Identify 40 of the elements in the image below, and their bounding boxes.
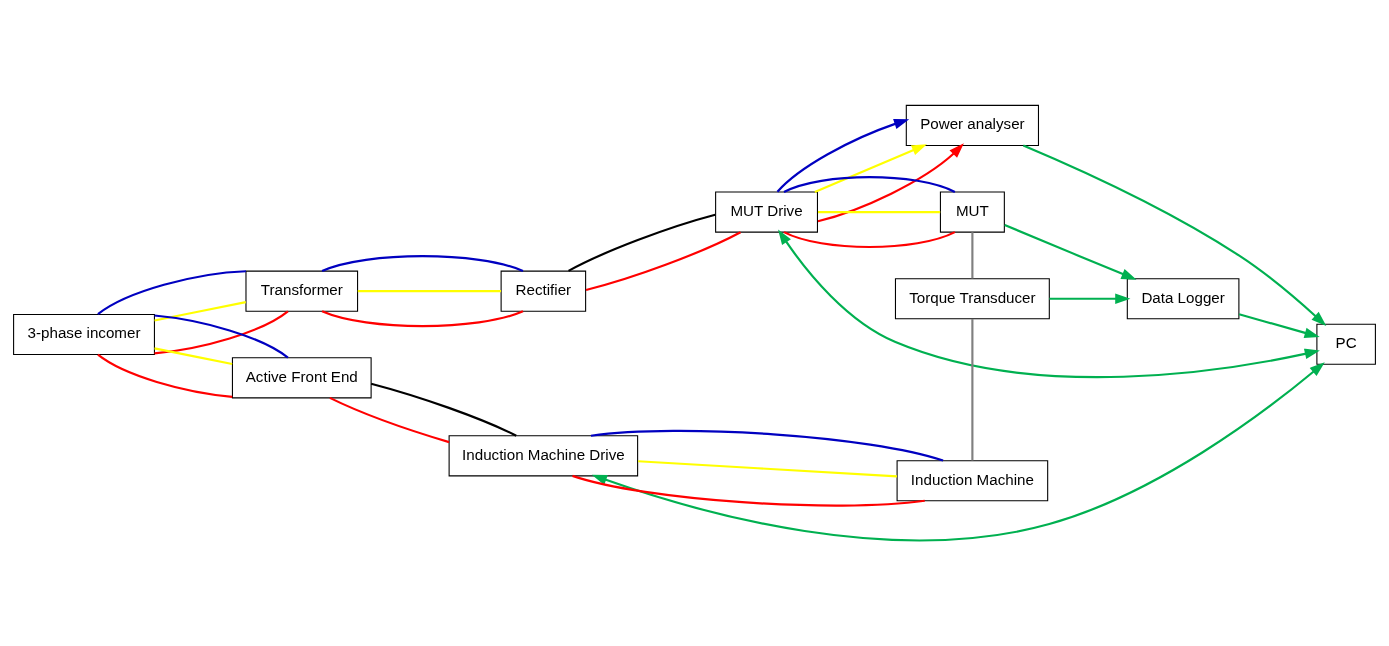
connector (329, 396, 450, 444)
connector (572, 474, 925, 507)
node-box: MUT (939, 191, 1005, 233)
node-box: Torque Transducer (894, 278, 1050, 320)
connector (638, 460, 898, 478)
node-box: Transformer (245, 270, 359, 312)
connector (585, 231, 742, 291)
connector (357, 290, 502, 293)
connector (817, 210, 941, 214)
arrow (776, 118, 910, 193)
connector (321, 255, 524, 273)
node-box: Power analyser (905, 104, 1039, 146)
connector (971, 232, 974, 279)
node-box: MUT Drive (715, 191, 818, 233)
node-box: Data Logger (1126, 278, 1240, 320)
connector (154, 347, 233, 366)
connector (971, 318, 974, 461)
node-box: 3-phase incomer (13, 313, 155, 356)
arrow (817, 143, 964, 223)
arrow (591, 362, 1325, 542)
arrow (1022, 144, 1327, 327)
arrow (1049, 293, 1131, 305)
node-box: Induction Machine (896, 460, 1049, 502)
connector (370, 382, 517, 437)
node-box: Active Front End (231, 357, 372, 399)
connector (97, 353, 233, 398)
arrow (1004, 224, 1137, 280)
node-box: Induction Machine Drive (448, 435, 639, 477)
arrow (814, 144, 927, 193)
connector (321, 310, 524, 328)
node-box: PC (1316, 323, 1376, 365)
arrow (778, 229, 1320, 379)
connector (783, 231, 956, 249)
node-box: Rectifier (500, 270, 587, 312)
connector (783, 176, 956, 193)
connector (154, 301, 246, 322)
connector (97, 270, 246, 316)
connector (590, 429, 944, 462)
arrow (1238, 313, 1320, 339)
connector (568, 213, 716, 272)
